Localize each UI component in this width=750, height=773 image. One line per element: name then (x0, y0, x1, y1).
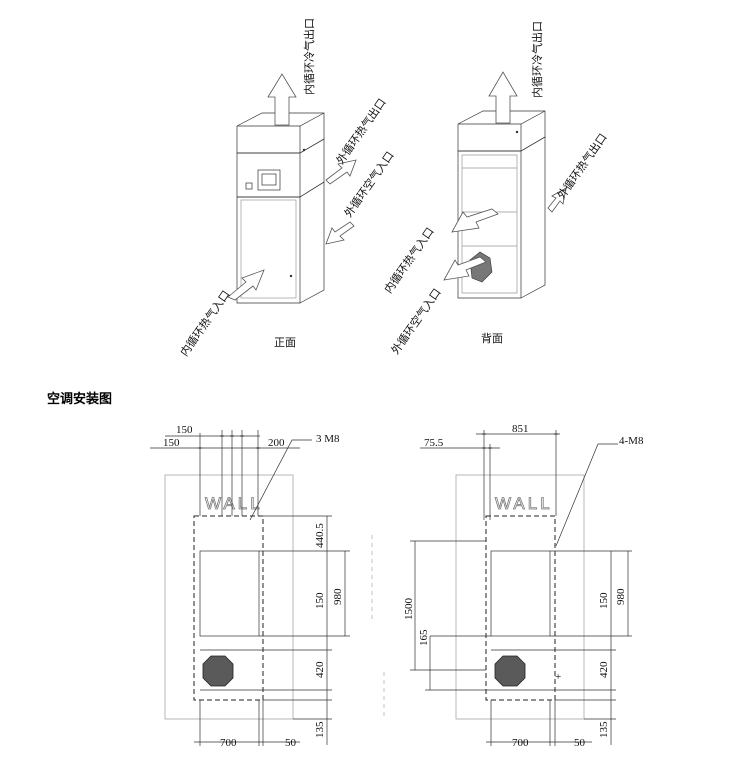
left-drawing: WALL 150 150 200 3 M8 440.5 150 980 420 … (150, 424, 350, 749)
left-wall-text: WALL (205, 494, 263, 513)
front-arrow-in-side (325, 221, 355, 245)
left-dim-right-low: 420 (314, 661, 326, 678)
right-plus-mark: + (555, 671, 561, 683)
left-dim-right-bottom: 135 (314, 721, 326, 738)
right-dim-left-tall: 1500 (403, 598, 415, 621)
back-label-inner-hot-inlet: 内循环热气入口 (381, 225, 437, 296)
back-caption: 背面 (481, 331, 503, 345)
back-label-outer-air-inlet: 外循环空气入口 (388, 286, 444, 357)
right-dim-right-low: 420 (598, 661, 610, 678)
right-drawing: WALL + 851 75.5 4-M8 1500 165 150 980 42… (403, 423, 644, 749)
section-title: 空调安装图 (47, 391, 112, 407)
left-dim-top-a: 150 (176, 424, 193, 436)
right-dim-right-full: 980 (615, 588, 627, 605)
back-arrow-side (547, 187, 567, 213)
back-unit (457, 110, 546, 299)
back-arrow-out-low (443, 256, 487, 281)
left-dim-top-c: 200 (268, 437, 285, 449)
left-dim-right-mid: 150 (314, 592, 326, 609)
back-arrow-up (488, 71, 518, 124)
right-dim-bottom-width: 700 (512, 737, 529, 749)
left-dim-top-b: 150 (163, 437, 180, 449)
left-dim-bottom-margin: 50 (285, 737, 297, 749)
front-arrow-in-bottom (227, 269, 265, 301)
left-dim-bottom-width: 700 (220, 737, 237, 749)
left-dim-right-full: 980 (332, 588, 344, 605)
left-dim-right-top: 440.5 (314, 523, 326, 548)
back-arrow-in-mid (451, 208, 499, 233)
front-caption: 正面 (274, 336, 296, 349)
right-dim-right-mid: 150 (598, 592, 610, 609)
right-dim-bottom-margin: 50 (574, 737, 586, 749)
front-arrow-up (267, 73, 297, 126)
right-dim-left-short: 165 (418, 629, 430, 646)
right-dim-right-bottom: 135 (598, 721, 610, 738)
back-label-inner-cold-outlet: 内循环冷气出口 (530, 21, 544, 98)
front-unit (236, 112, 325, 304)
front-label-inner-hot-inlet: 内循环热气入口 (177, 288, 233, 359)
back-label-outer-hot-outlet: 外循环热气出口 (554, 131, 610, 202)
front-arrow-out1 (325, 159, 357, 185)
right-dim-top-width: 851 (512, 423, 529, 435)
right-wall-text: WALL (495, 494, 553, 513)
front-label-inner-cold-outlet: 内循环冷气出口 (302, 18, 316, 95)
right-bolt-note: 4-M8 (619, 435, 644, 447)
right-dim-top-offset: 75.5 (424, 437, 444, 449)
left-bolt-note: 3 M8 (316, 433, 340, 445)
